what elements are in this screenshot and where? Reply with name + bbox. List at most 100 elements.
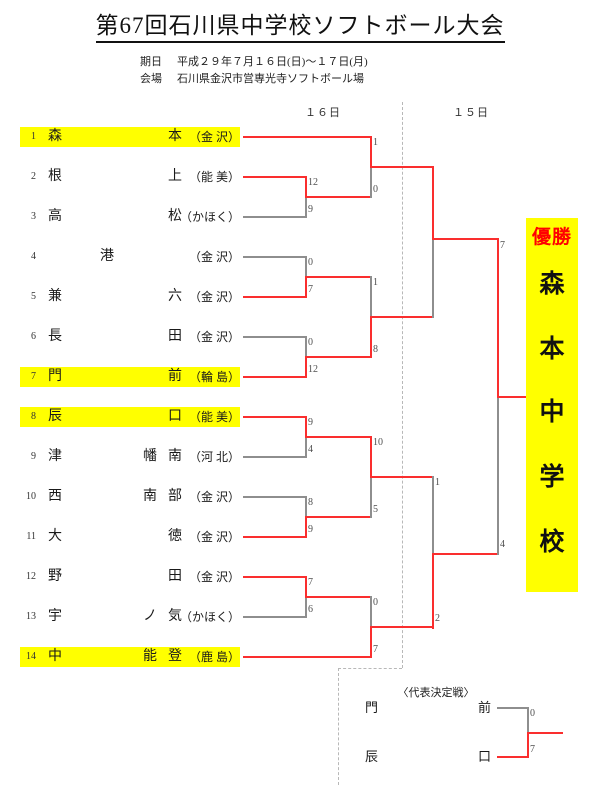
playoff-heading: 〈代表決定戦〉 [397, 687, 475, 699]
bracket-line [243, 496, 305, 498]
team-name-char: 田 [168, 569, 182, 584]
champion-name-char: 校 [539, 529, 565, 556]
date-label: 期日 [140, 56, 162, 68]
bracket-line [305, 516, 307, 538]
team-seed: 2 [31, 171, 36, 182]
team-region: （鹿 島） [188, 650, 240, 664]
bracket-line [243, 376, 305, 378]
team-name-char: 本 [168, 129, 182, 144]
playoff-team-b-char2: 口 [478, 749, 492, 764]
team-region: （かほく） [179, 210, 240, 224]
team-highlight [20, 647, 240, 667]
score-m4v5-top: 0 [308, 257, 313, 268]
team-seed: 13 [26, 611, 36, 622]
team-name-char: 松 [168, 209, 182, 224]
score-m6v7-top: 0 [308, 337, 313, 348]
bracket-line [370, 626, 434, 628]
bracket-line [370, 476, 434, 478]
score-m12v13-bottom: 6 [308, 604, 313, 615]
bracket-line [497, 756, 529, 758]
team-seed: 6 [31, 331, 36, 342]
team-region: （能 美） [188, 410, 240, 424]
score-q4-bottom: 7 [373, 644, 378, 655]
bracket-line [432, 476, 434, 555]
bracket-line [243, 536, 305, 538]
score-q3-top: 10 [373, 437, 383, 448]
bracket-line [432, 238, 434, 318]
champion-name-char: 森 [539, 271, 565, 298]
score-q1-top: 1 [373, 137, 378, 148]
team-seed: 14 [26, 651, 36, 662]
playoff-team-a-char1: 門 [365, 700, 379, 715]
score-sf2-bottom: 2 [435, 613, 440, 624]
page-title: 第67回石川県中学校ソフトボール大会 [95, 6, 505, 43]
day1-header: １６日 [305, 107, 341, 119]
team-name-char: 南 [143, 489, 157, 504]
team-name-char: 根 [48, 169, 62, 184]
team-name-char: 能 [143, 649, 157, 664]
team-seed: 11 [26, 531, 36, 542]
bracket-line [370, 276, 372, 318]
score-m10v11-top: 8 [308, 497, 313, 508]
bracket-line [243, 176, 305, 178]
day-divider-line [402, 102, 403, 668]
score-m10v11-bottom: 9 [308, 524, 313, 535]
team-region: （金 沢） [188, 250, 240, 264]
team-name-char: 前 [168, 369, 182, 384]
bracket-line [305, 276, 307, 298]
team-name-char: 門 [48, 369, 62, 384]
score-playoff-bottom: 7 [530, 744, 535, 755]
bracket-line [243, 456, 305, 458]
bracket-line [432, 166, 434, 240]
bracket-line [370, 136, 372, 168]
bracket-line [243, 296, 305, 298]
bracket-line [305, 436, 307, 458]
team-region: （金 沢） [188, 330, 240, 344]
date-value: 平成２９年７月１６日(日)～１７日(月) [177, 56, 368, 68]
team-region: （金 沢） [188, 130, 240, 144]
bracket-line [243, 656, 370, 658]
team-name-char: 兼 [48, 289, 62, 304]
team-name-char: 田 [168, 329, 182, 344]
bracket-line [305, 256, 307, 278]
team-highlight [20, 407, 240, 427]
champion-name-char: 学 [539, 464, 565, 491]
bracket-line [432, 238, 499, 240]
day-divider-jog [338, 668, 402, 669]
team-name-char: 港 [100, 249, 114, 264]
team-region: （金 沢） [188, 530, 240, 544]
bracket-line [370, 596, 372, 628]
bracket-line [370, 626, 372, 658]
bracket-line [305, 176, 307, 198]
bracket-line [305, 516, 372, 518]
team-seed: 1 [31, 131, 36, 142]
playoff-team-a-char2: 前 [478, 700, 492, 715]
venue-label: 会場 [140, 73, 162, 85]
bracket-line [305, 196, 307, 218]
team-seed: 4 [31, 251, 36, 262]
bracket-line [370, 316, 372, 358]
bracket-line [305, 356, 372, 358]
champion-name-char: 中 [539, 399, 565, 426]
score-m8v9-bottom: 4 [308, 444, 313, 455]
playoff-team-b-char1: 辰 [365, 749, 379, 764]
score-m12v13-top: 7 [308, 577, 313, 588]
bracket-line [370, 316, 434, 318]
bracket-line [370, 166, 372, 198]
champion-connector-line [497, 396, 528, 398]
team-name-char: 大 [48, 529, 62, 544]
team-region: （かほく） [179, 610, 240, 624]
bracket-line [305, 196, 372, 198]
team-name-char: 上 [168, 169, 182, 184]
team-name-char: 辰 [48, 409, 62, 424]
score-q3-bottom: 5 [373, 504, 378, 515]
team-name-char: 長 [48, 329, 62, 344]
score-q1-bottom: 0 [373, 184, 378, 195]
team-highlight [20, 367, 240, 387]
bracket-line [305, 416, 307, 438]
bracket-line [243, 616, 305, 618]
score-q4-top: 0 [373, 597, 378, 608]
team-name-char: 気 [168, 609, 182, 624]
score-q2-bottom: 8 [373, 344, 378, 355]
